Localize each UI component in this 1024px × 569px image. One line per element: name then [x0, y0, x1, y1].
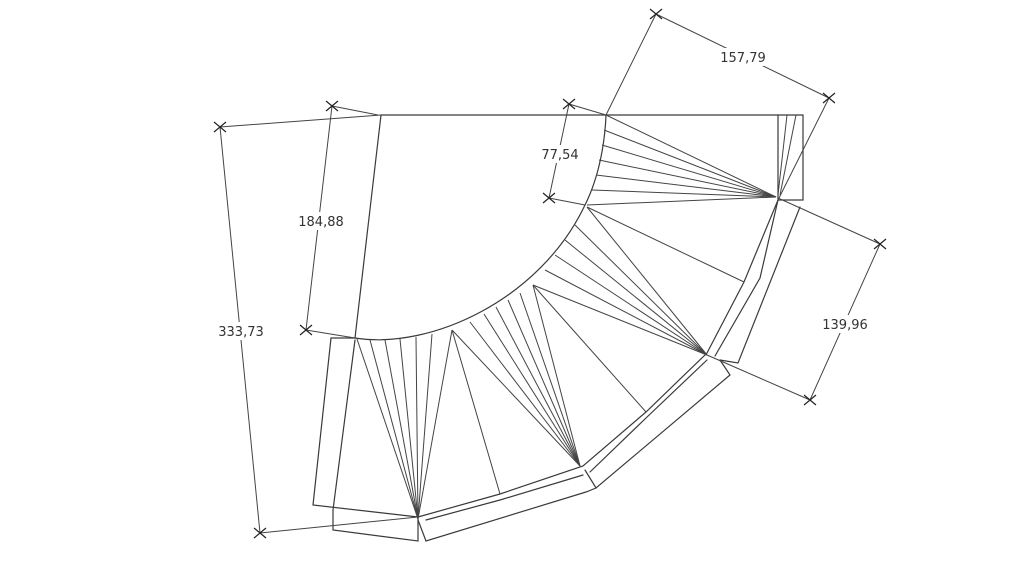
tread-line [554, 254, 708, 356]
tread-line [564, 239, 708, 356]
dim-label-inner-radius: 184,88 [298, 215, 344, 230]
dim-landing-width-line [706, 197, 881, 401]
tread-line [586, 206, 708, 356]
tread-line [598, 159, 777, 198]
dim-top-width-line [605, 13, 830, 201]
bottom-left-frame [312, 337, 419, 518]
dim-top-offset-tick-top [562, 98, 576, 110]
dim-label-top-offset: 77,54 [541, 148, 578, 163]
dim-inner-radius-tick-top [325, 100, 339, 112]
tread-line [532, 284, 581, 467]
tread-line [507, 299, 581, 467]
dim-top-offset-tick-bottom [542, 192, 556, 204]
tread-line [605, 114, 777, 198]
dim-label-landing-width: 139,96 [822, 318, 868, 333]
outer-band-3 [417, 487, 597, 542]
tread-line [495, 306, 581, 467]
dim-label-top-width: 157,79 [720, 51, 766, 66]
tread-line [595, 174, 777, 198]
tread-line [483, 313, 581, 467]
tread-separator-line [532, 284, 647, 413]
outer-right-stringer-2 [714, 199, 779, 357]
tread-line [356, 338, 419, 520]
dim-overall-height-tick-bottom [253, 527, 267, 539]
tread-line [603, 129, 777, 198]
tread-line [415, 336, 419, 520]
tread-line [384, 339, 419, 520]
dim-label-overall-height: 333,73 [218, 325, 264, 340]
dimension-lines [213, 8, 887, 539]
outer-band-4 [332, 509, 419, 542]
dimension-labels: 333,73 184,88 77,54 157,79 139,96 [215, 48, 871, 340]
tread-line [586, 196, 777, 206]
inner-arc [354, 114, 607, 341]
left-stringer [354, 114, 382, 339]
landing-line-2 [779, 114, 797, 196]
tread-line [399, 338, 419, 520]
tread-separator-line [451, 329, 501, 495]
tread-line [544, 269, 708, 356]
tread-line [574, 224, 708, 356]
tread-line [417, 329, 453, 520]
bottom-left-inner-2 [332, 339, 356, 511]
outer-band [719, 206, 801, 364]
top-right-landing [777, 114, 804, 201]
tread-line [417, 333, 433, 520]
dim-landing-width-tick-top [873, 238, 887, 250]
tread-line [519, 292, 581, 467]
inner-band-2 [425, 474, 584, 521]
dim-top-width-tick-right [822, 92, 836, 104]
tread-line [591, 189, 777, 198]
tread-line [469, 321, 581, 467]
tread-line [532, 284, 708, 356]
dim-landing-width-tick-bottom [803, 394, 817, 406]
outer-band-2 [584, 359, 731, 489]
dim-overall-height-tick-top [213, 121, 227, 133]
tread-line [451, 329, 581, 467]
tread-separator-line [586, 206, 745, 283]
inner-band [589, 359, 708, 473]
dim-top-width-tick-left [649, 8, 663, 20]
tread-line [601, 144, 777, 198]
winder-treads [356, 114, 777, 520]
landing-line-1 [777, 114, 788, 196]
dim-inner-radius-tick-bottom [299, 324, 313, 336]
tread-line [369, 339, 419, 520]
